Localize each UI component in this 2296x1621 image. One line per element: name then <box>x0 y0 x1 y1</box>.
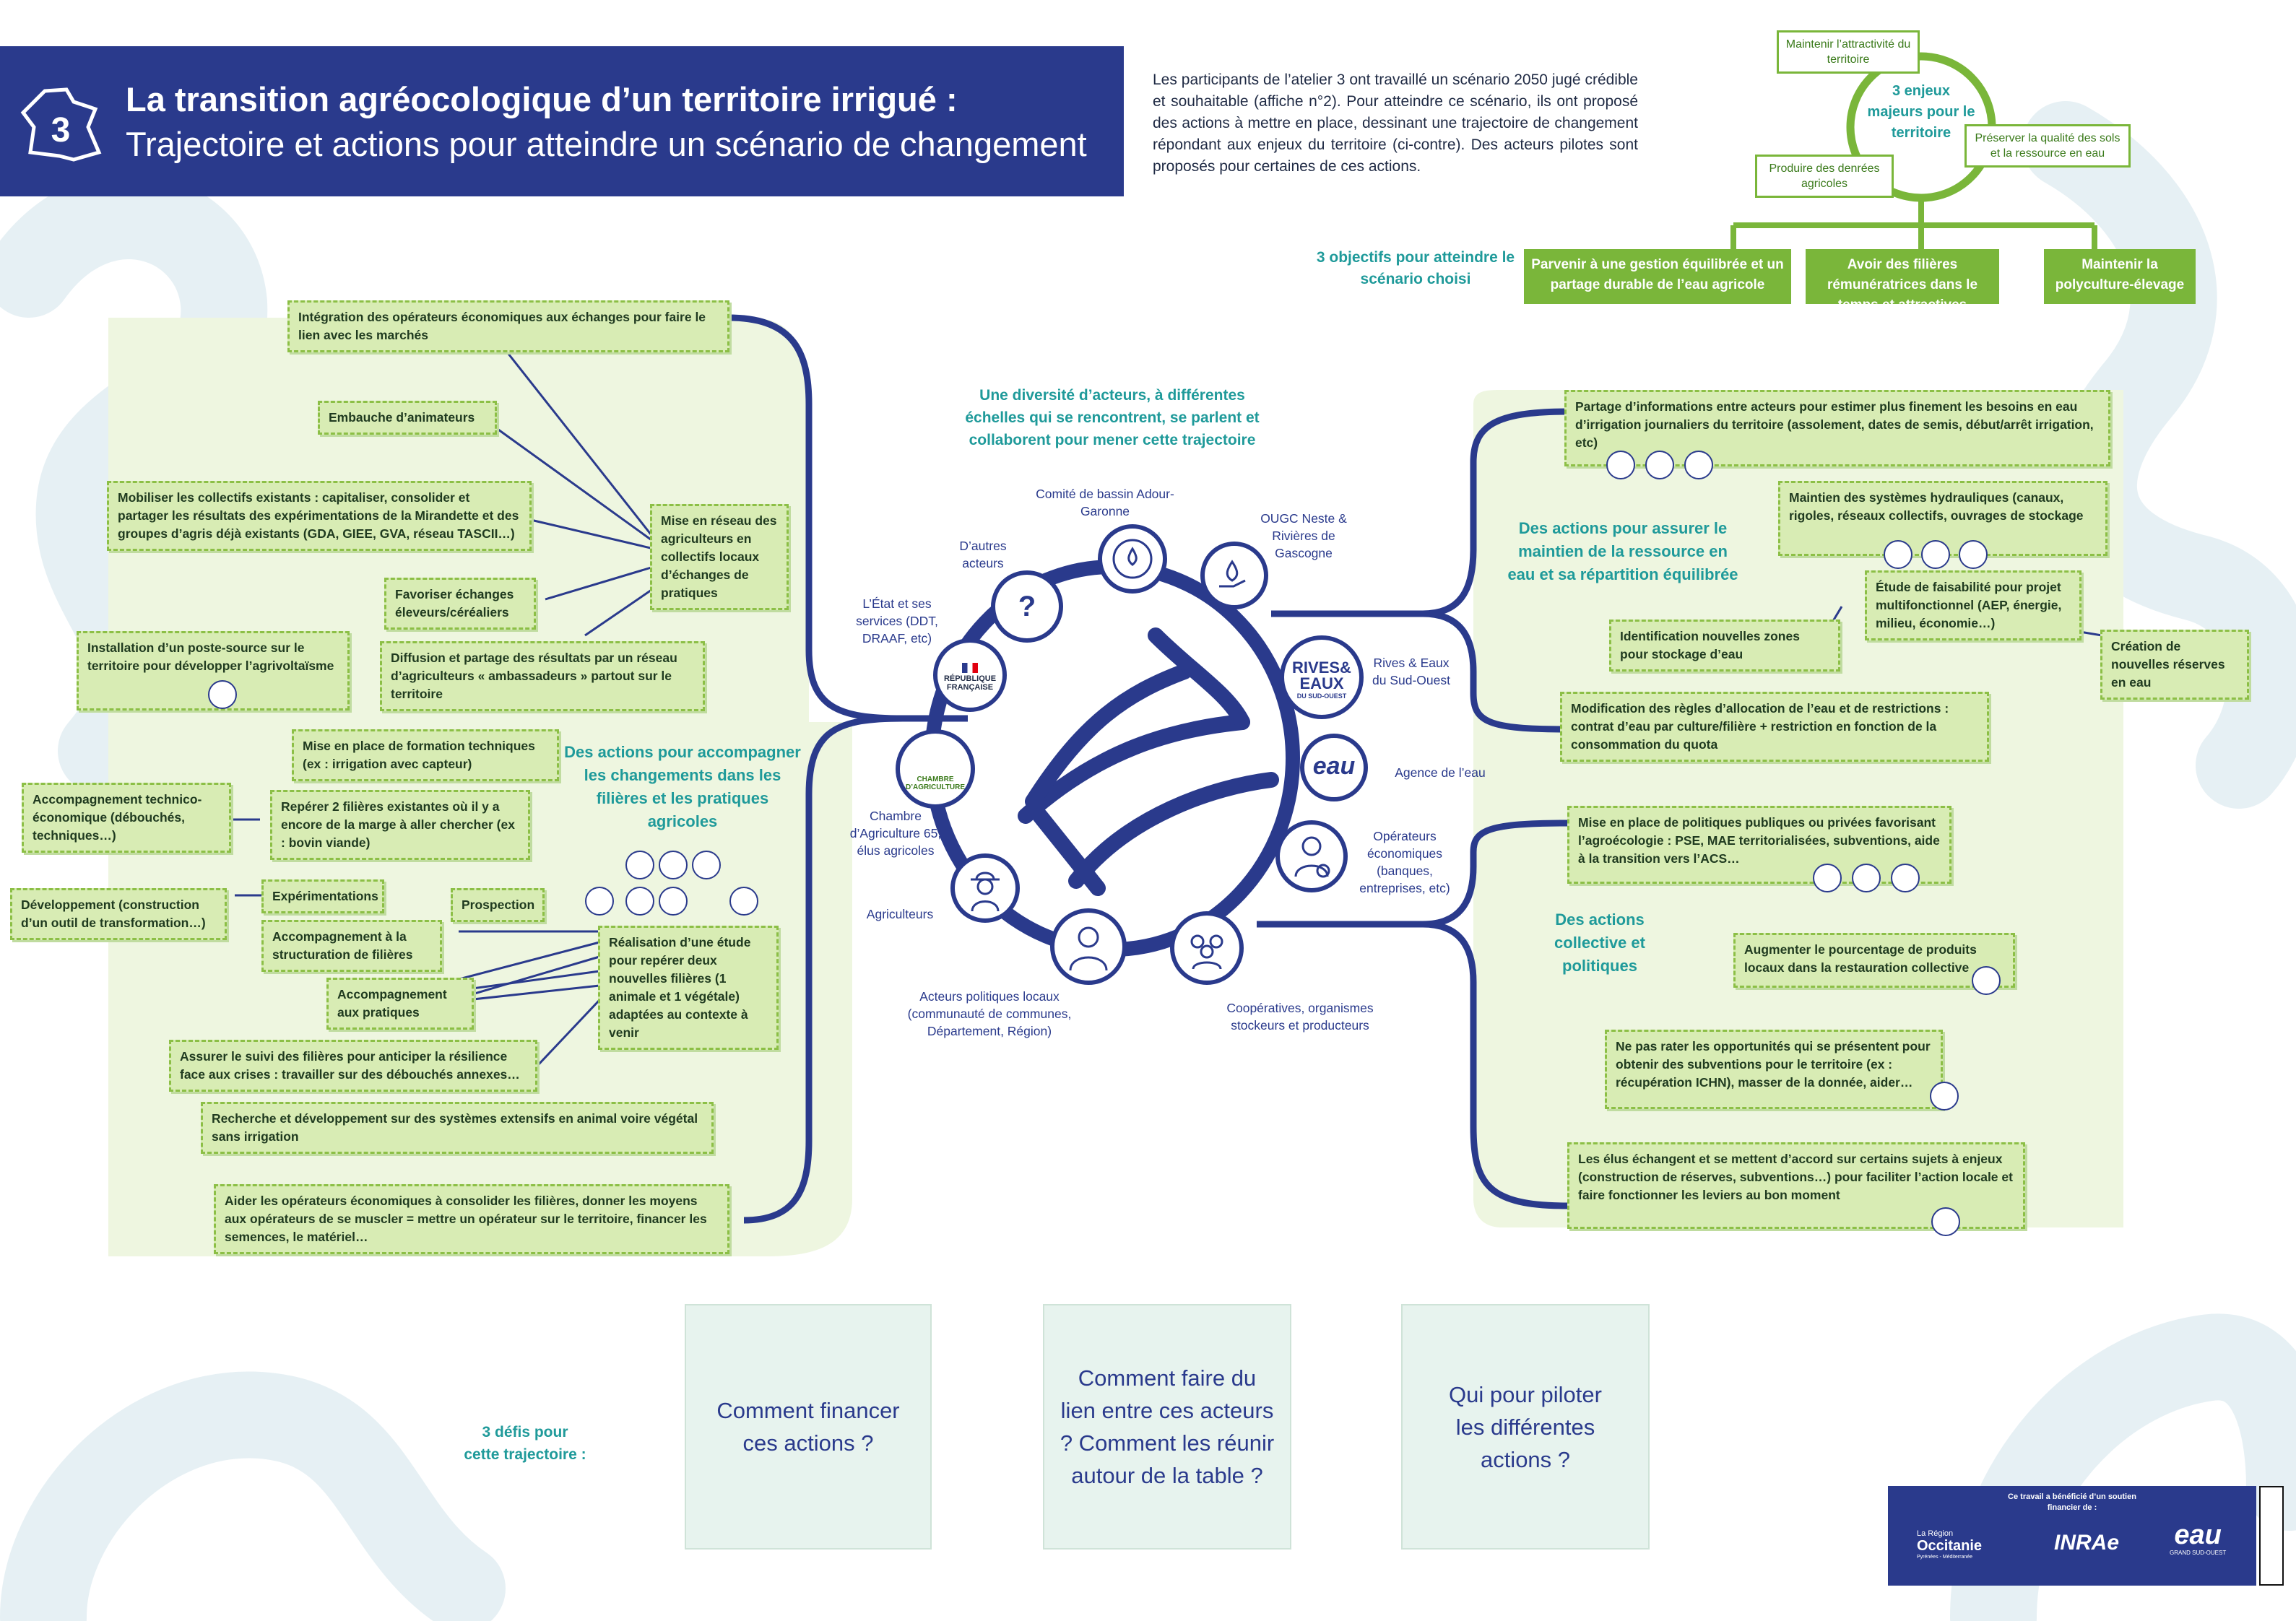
action-creation-reserves: Création de nouvelles réserves en eau <box>2100 630 2249 700</box>
enjeux-center: 3 enjeux majeurs pour le territoire <box>1867 83 1975 141</box>
objectifs-label: 3 objectifs pour atteindre le scénario c… <box>1316 249 1515 287</box>
actor-label-cooperatives: Coopératives, organismes stockeurs et pr… <box>1226 1001 1374 1033</box>
pilot-icon-coop <box>659 851 688 879</box>
defi-piloter: Qui pour piloter les différentes actions… <box>1401 1304 1650 1550</box>
action-mobiliser-collectifs: Mobiliser les collectifs existants : cap… <box>107 481 532 551</box>
right-bottom-section-title: Des actions collective et politiques <box>1554 911 1645 975</box>
pilot-icon-coop-2 <box>1959 540 1988 569</box>
action-suivi-filieres: Assurer le suivi des filières pour antic… <box>169 1040 537 1092</box>
action-experimentations: Expérimentations <box>261 879 384 913</box>
action-developpement: Développement (construction d’un outil d… <box>10 888 227 940</box>
pilot-icon-farmer-2 <box>1884 540 1912 569</box>
action-integration-operateurs: Intégration des opérateurs économiques a… <box>287 300 729 352</box>
actor-label-ougc: OUGC Neste & Rivières de Gascogne <box>1260 511 1347 560</box>
action-formation-techniques: Mise en place de formation techniques (e… <box>292 729 559 781</box>
page-title: La transition agréocologique d’un territ… <box>126 80 958 118</box>
water-drops-icon <box>1098 524 1167 594</box>
pilot-icon-person <box>208 680 237 709</box>
enjeu-denrees: Produire des denrées agricoles <box>1755 155 1894 198</box>
pilot-icon-rf <box>659 887 688 916</box>
sponsor-box: Ce travail a bénéficié d’un soutien fina… <box>1888 1486 2256 1586</box>
action-nouvelles-zones: Identification nouvelles zones pour stoc… <box>1609 620 1840 672</box>
actor-label-agence: Agence de l’eau <box>1395 765 1486 780</box>
actors-heading: Une diversité d’acteurs, à différentes é… <box>965 387 1260 448</box>
pilot-icon-person-3 <box>1972 966 2001 995</box>
action-etude-filieres: Réalisation d’une étude pour repérer deu… <box>598 926 779 1050</box>
actor-label-comite: Comité de bassin Adour-Garonne <box>1036 487 1174 518</box>
right-top-section-title: Des actions pour assurer le maintien de … <box>1507 519 1738 583</box>
actor-label-chambre: Chambre d’Agriculture 65, élus agricoles <box>849 809 942 858</box>
pilot-icon-chambre-2 <box>1813 864 1842 892</box>
defis-label: 3 défis pour cette trajectoire : <box>464 1424 586 1463</box>
republique-francaise-logo: RÉPUBLIQUE FRANÇAISE <box>933 638 1007 712</box>
pilot-icon-water <box>1645 451 1674 479</box>
agence-eau-logo: eau <box>1300 734 1368 801</box>
question-mark: ? <box>1018 590 1036 622</box>
action-prospection: Prospection <box>451 888 545 922</box>
cooperative-group-icon <box>1170 911 1244 985</box>
action-embauche-animateurs: Embauche d’animateurs <box>318 401 497 435</box>
farmer-icon <box>950 853 1020 923</box>
actor-label-politiques: Acteurs politiques locaux (communauté de… <box>907 989 1072 1038</box>
inrae-logo: INRAe <box>2054 1531 2120 1555</box>
water-hand-icon <box>1200 542 1268 609</box>
pilot-icon-politician <box>1891 864 1920 892</box>
page-subtitle: Trajectoire et actions pour atteindre un… <box>126 125 1087 163</box>
action-accompagnement-pratiques: Accompagnement aux pratiques <box>326 978 474 1030</box>
defi-lien-acteurs: Comment faire du lien entre ces acteurs … <box>1043 1304 1291 1550</box>
left-section-title: Des actions pour accompagner les changem… <box>564 743 801 830</box>
action-diffusion-resultats: Diffusion et partage des résultats par u… <box>380 641 705 711</box>
bracket-lines <box>729 314 1568 1224</box>
defi-financer: Comment financer ces actions ? <box>685 1304 932 1550</box>
action-regles-allocation: Modification des règles d’allocation de … <box>1560 692 1989 762</box>
other-actors-icon: ? <box>991 570 1063 643</box>
pilot-icon-eau <box>625 887 654 916</box>
badge-number: 3 <box>51 111 71 149</box>
pilot-icon-coop-3 <box>1852 864 1881 892</box>
action-aider-operateurs: Aider les opérateurs économiques à conso… <box>214 1184 729 1254</box>
sponsor-text: Ce travail a bénéficié d’un soutien fina… <box>2008 1492 2136 1512</box>
enjeu-sols-eau: Préserver la qualité des sols et la ress… <box>1964 124 2131 168</box>
france-map-icon: 3 <box>20 87 102 162</box>
politician-icon <box>1050 908 1127 985</box>
pilot-icon-rives-2 <box>1606 451 1635 479</box>
actor-label-autres: D’autres acteurs <box>959 539 1007 570</box>
chambre-agriculture-logo: CHAMBRE D’AGRICULTURE <box>896 729 975 809</box>
action-etude-faisabilite: Étude de faisabilité pour projet multifo… <box>1865 570 2081 640</box>
action-mise-en-reseau: Mise en réseau des agriculteurs en colle… <box>650 504 789 610</box>
header-banner <box>0 46 1124 196</box>
actor-label-rives: Rives & Eaux du Sud-Ouest <box>1372 656 1450 687</box>
action-structuration-filieres: Accompagnement à la structuration de fil… <box>261 920 442 972</box>
action-politiques-publiques: Mise en place de politiques publiques ou… <box>1567 806 1951 884</box>
pilot-icon-farmers <box>1684 451 1713 479</box>
objectif-eau: Parvenir à une gestion équilibrée et un … <box>1524 249 1791 304</box>
pilot-icon-chambre <box>625 851 654 879</box>
objectif-filieres: Avoir des filières rémunératrices dans l… <box>1806 249 1999 313</box>
pilot-icon-politician-2 <box>1931 1207 1960 1236</box>
action-opportunites-subventions: Ne pas rater les opportunités qui se pré… <box>1605 1030 1943 1109</box>
actor-label-agriculteurs: Agriculteurs <box>866 907 934 921</box>
creative-commons-icon <box>2259 1486 2284 1586</box>
pilot-icon-person-2 <box>1921 540 1950 569</box>
businessman-icon <box>1275 820 1348 892</box>
action-accompagnement-technico: Accompagnement technico-économique (débo… <box>22 783 231 853</box>
objectif-polyculture: Maintenir la polyculture-élevage <box>2044 249 2196 304</box>
action-reperer-filieres: Repérer 2 filières existantes où il y a … <box>270 790 530 860</box>
action-echanges-eleveurs: Favoriser échanges éleveurs/céréaliers <box>384 578 536 630</box>
intro-paragraph: Les participants de l’atelier 3 ont trav… <box>1153 71 1638 175</box>
actor-label-operateurs: Opérateurs économiques (banques, entrepr… <box>1359 829 1450 895</box>
pilot-icon-rives <box>585 887 614 916</box>
actor-label-etat: L’État et ses services (DDT, DRAAF, etc) <box>856 596 938 646</box>
action-produits-locaux: Augmenter le pourcentage de produits loc… <box>1733 933 2015 988</box>
enjeu-attractivite: Maintenir l’attractivité du territoire <box>1777 30 1920 74</box>
action-recherche-extensifs: Recherche et développement sur des systè… <box>201 1102 714 1154</box>
pilot-icon-farmer <box>729 887 758 916</box>
pilot-icon-group <box>692 851 721 879</box>
pilot-icon-rf-2 <box>1930 1082 1959 1111</box>
action-partage-informations: Partage d’informations entre acteurs pou… <box>1564 390 2110 466</box>
